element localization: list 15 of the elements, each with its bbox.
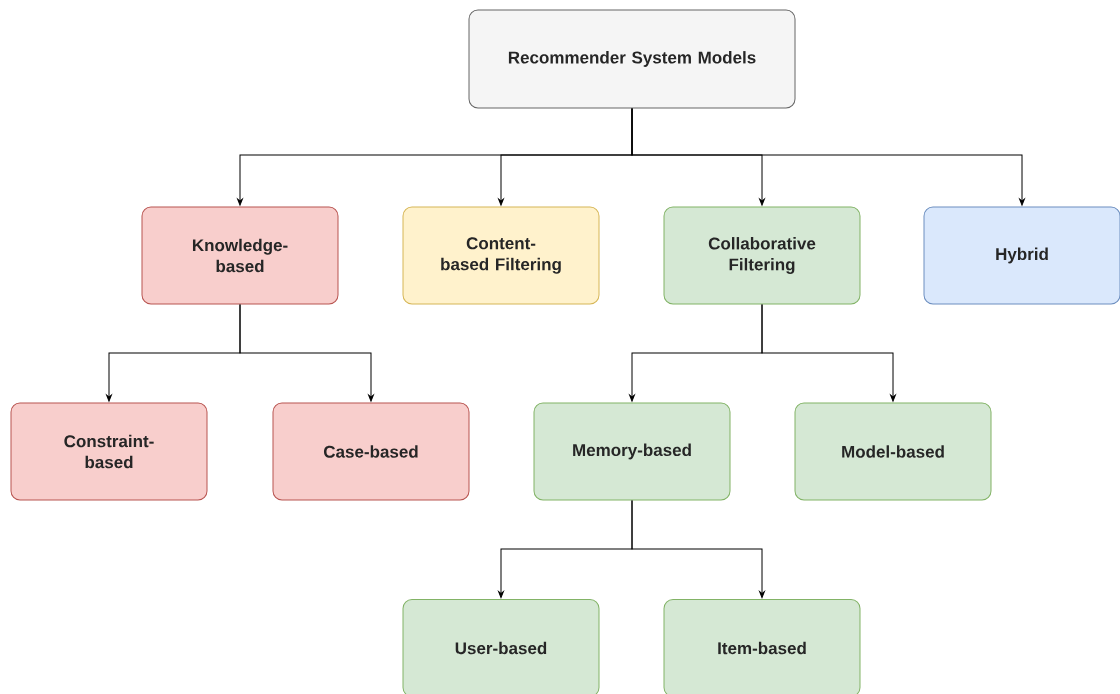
arrow: [631, 500, 765, 599]
category-box: Case-based: [272, 402, 470, 501]
category-box: Knowledge-based: [141, 206, 339, 305]
category-box: User-based: [402, 599, 600, 694]
arrow: [631, 108, 1025, 206]
category-box: Hybrid: [923, 206, 1120, 305]
arrow: [239, 304, 374, 402]
category-box: Collaborative Filtering: [663, 206, 861, 305]
category-box: Content-based Filtering: [402, 206, 600, 305]
arrow: [761, 304, 896, 402]
category-box: Memory-based: [533, 402, 731, 501]
category-box: Item-based: [663, 599, 861, 694]
category-box: Recommender System Models: [468, 9, 796, 109]
category-box: Model-based: [794, 402, 992, 501]
category-box: Constraint-based: [10, 402, 208, 501]
